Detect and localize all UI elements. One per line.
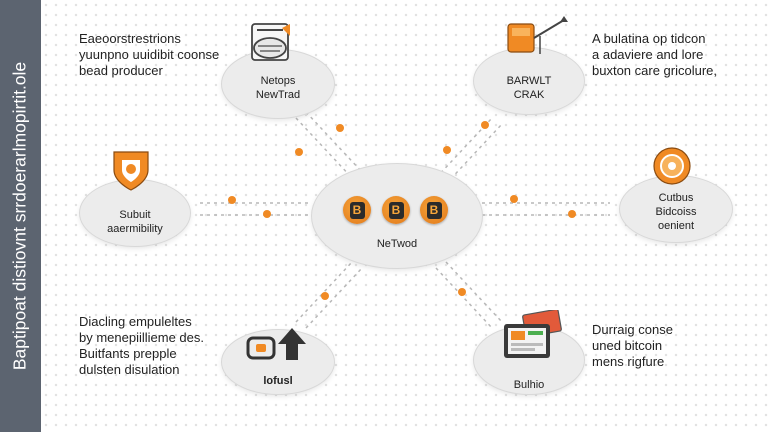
paragraph-top-right: A bulatina op tidcon a adaviere and lore… xyxy=(592,31,717,79)
paragraph-top-left: Eaeoorstrestrions yuunpno uuidibit coons… xyxy=(79,31,219,79)
node-label-bottom-left: lofusl xyxy=(263,375,293,387)
paragraph-bottom-left: Diacling empuleltes by menepiillieme des… xyxy=(79,314,204,378)
connector-dot xyxy=(295,148,303,156)
connector-dot xyxy=(568,210,576,218)
connector-dot xyxy=(443,146,451,154)
connector-dot xyxy=(321,292,329,300)
news-document-icon xyxy=(248,22,294,71)
paragraph-line: Durraig conse xyxy=(592,322,673,337)
center-label: NeTwod xyxy=(376,238,418,250)
node-cloud-bottom-left xyxy=(222,330,334,394)
connector-dot xyxy=(510,195,518,203)
paragraph-line: bead producer xyxy=(79,63,163,78)
bitcoin-coin-icon: B xyxy=(382,196,410,224)
node-cloud-top-right xyxy=(474,48,584,114)
connector-dot xyxy=(458,288,466,296)
node-cloud-top-left xyxy=(222,50,334,118)
connector-dot xyxy=(481,121,489,129)
node-title: Subuit xyxy=(119,209,151,221)
bitcoin-coin-icon: B xyxy=(420,196,448,224)
node-label-top-left: Netops NewTrad xyxy=(238,74,318,102)
paragraph-line: by menepiillieme des. xyxy=(79,330,205,345)
paragraph-line: A bulatina op tidcon xyxy=(592,31,706,46)
connector-bottom-left xyxy=(295,261,353,323)
node-label-right: Cutbus Bidcoiss oenient xyxy=(636,191,716,233)
connector-dot xyxy=(336,124,344,132)
connector-bottom-right xyxy=(435,267,493,329)
crane-box-icon xyxy=(506,14,570,65)
paragraph-line: Buitfants prepple xyxy=(79,346,177,361)
node-title: BARWLT xyxy=(506,75,552,87)
shield-icon xyxy=(110,148,152,197)
bitcoin-coin-icon: B xyxy=(343,196,371,224)
connector-top-right-b xyxy=(445,123,503,185)
node-label-left: Subuit aaermibility xyxy=(90,208,180,236)
coin-target-icon xyxy=(652,146,692,191)
paragraph-line: a adaviere and lore xyxy=(592,47,704,62)
node-cloud-right xyxy=(620,176,732,242)
node-subtitle: aaermibility xyxy=(107,223,163,235)
node-subtitle: CRAK xyxy=(513,89,545,101)
paragraph-bottom-right: Durraig conse uned bitcoin mens rigfure xyxy=(592,322,673,370)
node-subtitle: NewTrad xyxy=(255,89,301,101)
node-subtitle: oenient xyxy=(657,220,695,232)
paragraph-line: Eaeoorstrestrions xyxy=(79,31,181,46)
node-cloud-left xyxy=(80,180,190,246)
node-title: Cutbus xyxy=(658,192,694,204)
connector-bottom-left-b xyxy=(305,267,363,329)
node-label-top-right: BARWLT CRAK xyxy=(489,74,569,102)
node-label-bottom-right: Bulhio xyxy=(513,379,545,391)
connector-bottom-right-b xyxy=(445,261,503,323)
node-subtitle: Bidcoiss xyxy=(655,206,697,218)
sidebar: Baptipoat distiovnt srrdoerarlmopirtit.o… xyxy=(0,0,41,432)
upload-arrow-icon xyxy=(244,326,314,371)
connector-dot xyxy=(228,196,236,204)
paragraph-line: yuunpno uuidibit coonse xyxy=(79,47,220,62)
paragraph-line: dulsten disulation xyxy=(79,362,180,377)
connector-dot xyxy=(263,210,271,218)
paragraph-line: buxton care gricolure, xyxy=(592,63,718,78)
connector-top-left-b xyxy=(305,111,363,173)
paragraph-line: uned bitcoin xyxy=(592,338,663,353)
tablet-wallet-icon xyxy=(498,308,564,369)
paragraph-line: mens rigfure xyxy=(592,354,665,369)
paragraph-line: Diacling empuleltes xyxy=(79,314,192,329)
node-title: Netops xyxy=(260,75,296,87)
